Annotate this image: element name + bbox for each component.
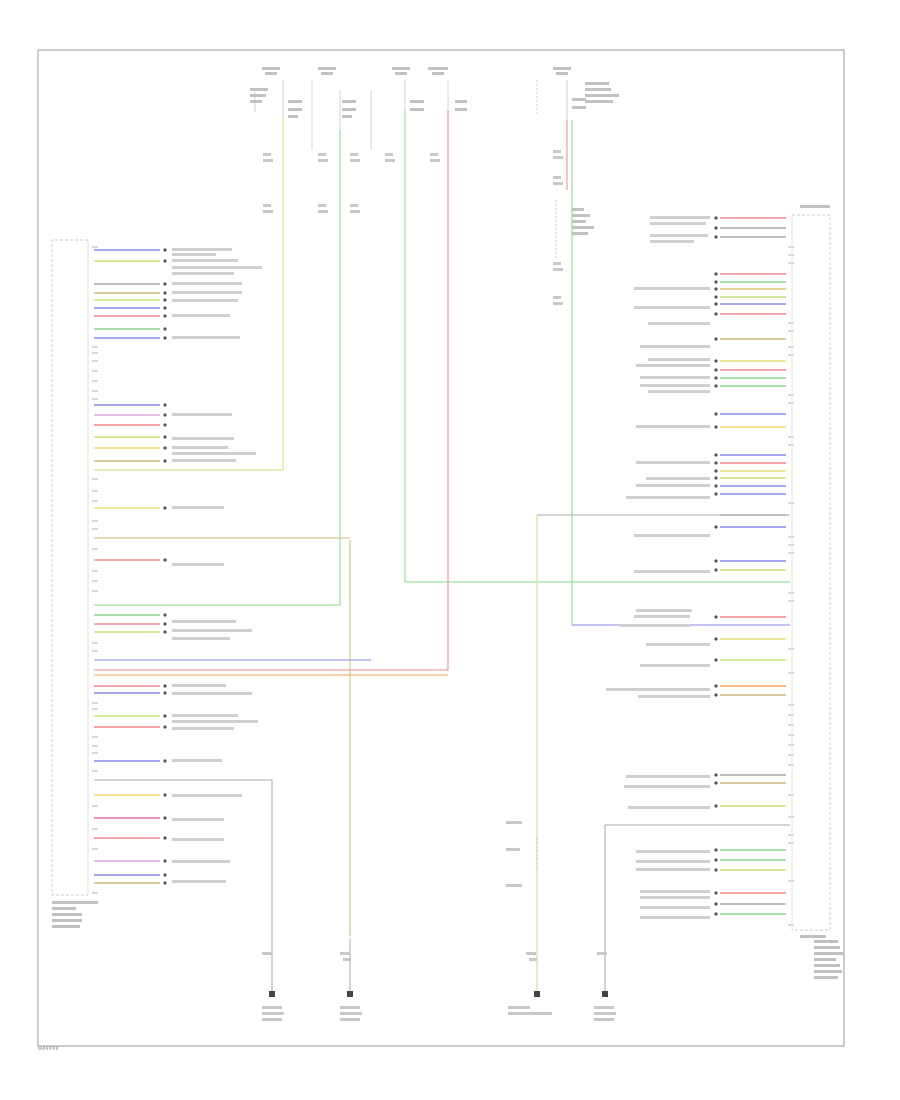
- colored-wires: [94, 110, 790, 995]
- right-connector-pins: [720, 217, 786, 915]
- right-pin-markers: [714, 216, 718, 916]
- left-connector: [51, 239, 89, 896]
- top-labels: [250, 67, 619, 235]
- ground-dash-lines: [271, 838, 538, 990]
- right-text-blocks: [606, 216, 710, 919]
- ground-labels: [262, 821, 616, 1021]
- right-connector-caption: [800, 205, 844, 979]
- fuse-connector-labels: [263, 150, 563, 305]
- left-pin-numbers: [92, 246, 98, 894]
- diagram-code: W#####: [38, 1046, 59, 1051]
- right-connector: [791, 214, 831, 931]
- right-pin-numbers: [788, 246, 794, 926]
- left-pin-markers: [163, 248, 167, 885]
- left-connector-caption: [52, 901, 98, 928]
- left-connector-pins: [94, 249, 160, 884]
- top-power-sources: [254, 80, 568, 260]
- left-text-blocks: [172, 248, 262, 883]
- diagram-frame: [37, 49, 845, 1047]
- ground-points: [269, 991, 608, 997]
